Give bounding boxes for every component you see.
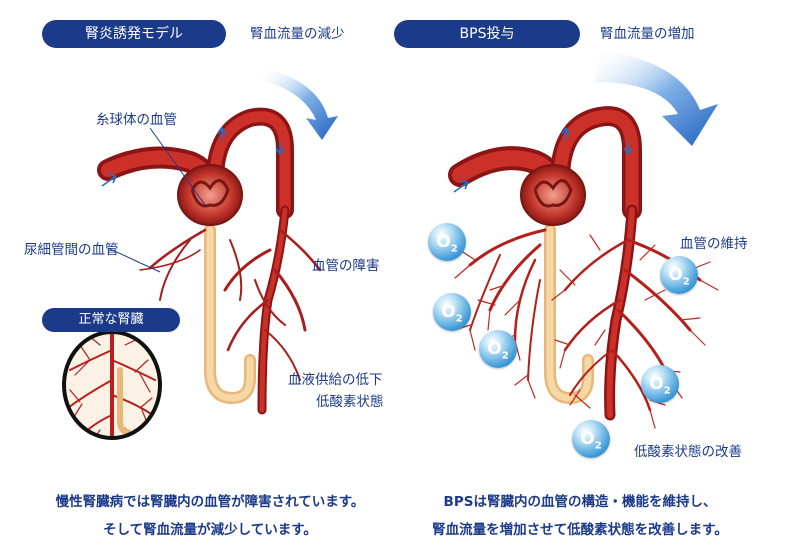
right-panel-title: BPS投与 bbox=[394, 20, 580, 48]
hypoxia-improve-label: 低酸素状態の改善 bbox=[634, 444, 742, 460]
supply-label-2: 低酸素状態 bbox=[316, 394, 384, 410]
oxygen-bubble-icon: O2 bbox=[572, 420, 610, 458]
right-caption-line-2: 腎血流量を増加させて低酸素状態を改善します。 bbox=[432, 522, 728, 538]
left-caption-line-1: 慢性腎臓病では腎臓内の血管が障害されています。 bbox=[55, 494, 365, 510]
supply-label-1: 血液供給の低下 bbox=[288, 372, 383, 388]
capillary-label: 尿細管間の血管 bbox=[24, 242, 119, 258]
oxygen-bubble-icon: O2 bbox=[433, 293, 471, 331]
capillary-leader-line bbox=[107, 247, 161, 273]
glomerulus-label: 糸球体の血管 bbox=[96, 112, 177, 128]
oxygen-bubble-icon: O2 bbox=[641, 365, 679, 403]
flow-increase-arrow bbox=[595, 50, 718, 146]
normal-kidney-inset bbox=[62, 330, 162, 440]
flow-decrease-arrow bbox=[262, 68, 338, 140]
oxygen-bubble-icon: O2 bbox=[428, 223, 466, 261]
oxygen-bubble-icon: O2 bbox=[660, 256, 698, 294]
left-caption-line-2: そして腎血流量が減少しています。 bbox=[103, 522, 317, 538]
oxygen-bubble-icon: O2 bbox=[479, 330, 517, 368]
damage-label: 血管の障害 bbox=[312, 258, 380, 274]
right-flow-label: 腎血流量の増加 bbox=[600, 26, 695, 42]
left-flow-label: 腎血流量の減少 bbox=[250, 26, 345, 42]
maintain-label: 血管の維持 bbox=[680, 236, 748, 252]
left-vessel-tree bbox=[97, 107, 322, 415]
glomerulus-leader-line bbox=[149, 127, 206, 206]
left-panel-title: 腎炎誘発モデル bbox=[42, 20, 226, 48]
normal-kidney-title: 正常な腎臓 bbox=[42, 308, 180, 332]
right-caption-line-1: BPSは腎臓内の血管の構造・機能を維持し、 bbox=[443, 494, 717, 510]
